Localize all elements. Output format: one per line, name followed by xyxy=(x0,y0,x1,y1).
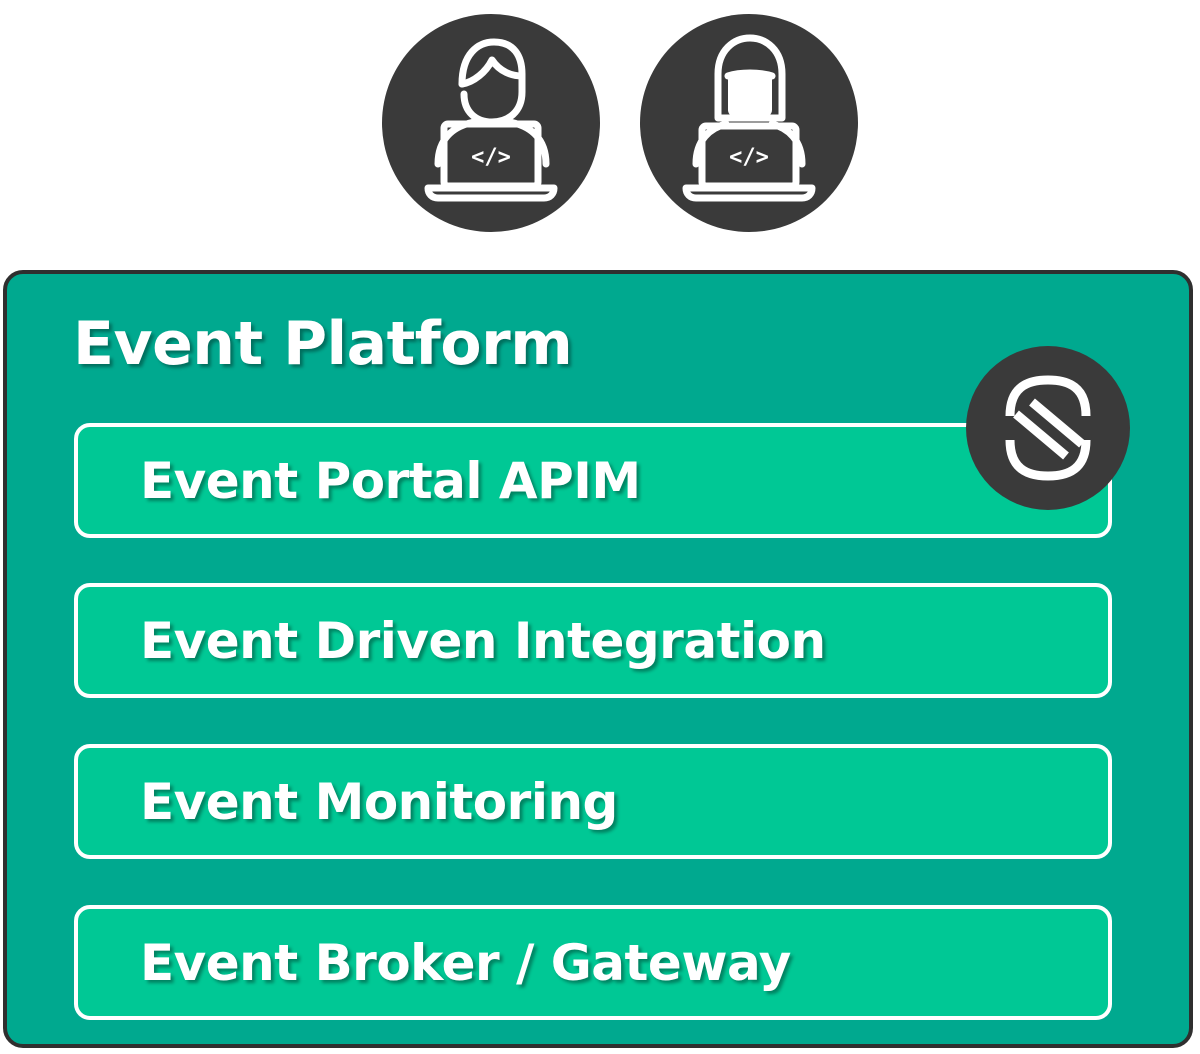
solace-logo-icon xyxy=(966,346,1130,510)
platform-title: Event Platform xyxy=(73,309,573,379)
code-glyph: </> xyxy=(471,145,511,170)
layer-event-driven-integration: Event Driven Integration xyxy=(74,583,1112,698)
layer-label: Event Portal APIM xyxy=(140,451,641,510)
code-glyph: </> xyxy=(729,145,769,170)
layer-event-monitoring: Event Monitoring xyxy=(74,744,1112,859)
layer-label: Event Monitoring xyxy=(140,772,618,831)
developer-male-laptop-icon: </> xyxy=(382,14,600,232)
layer-label: Event Broker / Gateway xyxy=(140,933,791,992)
layer-label: Event Driven Integration xyxy=(140,611,826,670)
layer-event-broker-gateway: Event Broker / Gateway xyxy=(74,905,1112,1020)
layer-event-portal-apim: Event Portal APIM xyxy=(74,423,1112,538)
event-platform-container: Event Platform Event Portal APIM Event D… xyxy=(3,270,1193,1048)
developer-female-laptop-icon: </> xyxy=(640,14,858,232)
